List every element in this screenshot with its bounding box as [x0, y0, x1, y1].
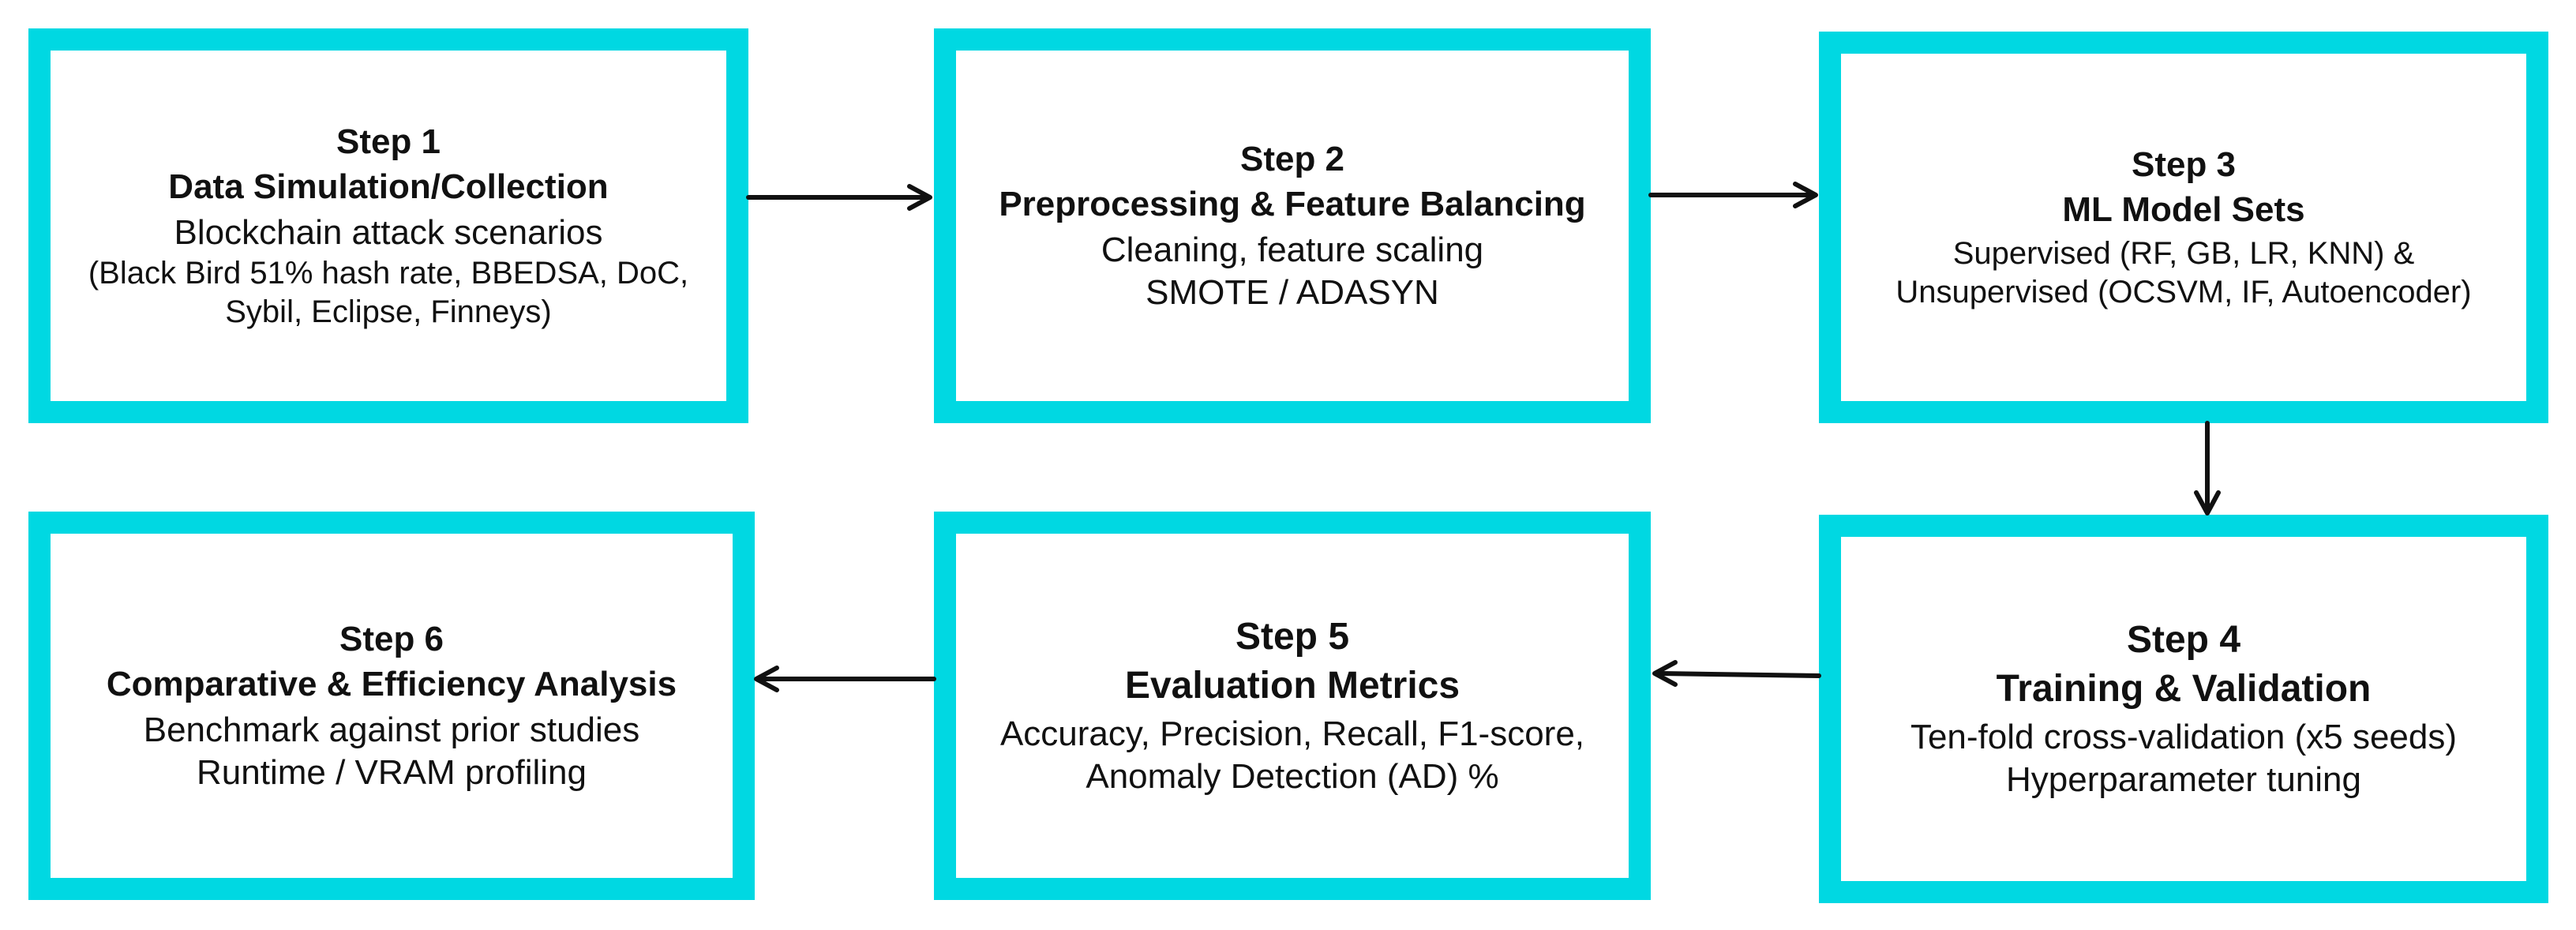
step-2-desc-1: Cleaning, feature scaling	[1101, 231, 1484, 269]
step-2-box: Step 2 Preprocessing & Feature Balancing…	[934, 28, 1651, 423]
arrow-step4-to-step5	[1659, 671, 1821, 678]
step-5-label: Step 5	[1235, 615, 1350, 658]
step-6-box: Step 6 Comparative & Efficiency Analysis…	[28, 512, 755, 900]
arrowhead-step2-to-step3	[1793, 182, 1818, 208]
step-3-title: ML Model Sets	[2062, 190, 2305, 230]
step-4-title: Training & Validation	[1996, 668, 2372, 711]
step-3-desc-2: Unsupervised (OCSVM, IF, Autoencoder)	[1895, 274, 2472, 309]
arrowhead-step3-to-step4	[2194, 490, 2221, 516]
step-5-desc-2: Anomaly Detection (AD) %	[1086, 756, 1499, 796]
arrowhead-step4-to-step5	[1652, 660, 1678, 687]
step-5-box: Step 5 Evaluation Metrics Accuracy, Prec…	[934, 512, 1651, 900]
step-3-box: Step 3 ML Model Sets Supervised (RF, GB,…	[1819, 32, 2548, 423]
step-1-desc-1: Blockchain attack scenarios	[174, 213, 603, 253]
step-6-label: Step 6	[339, 619, 444, 658]
step-6-title: Comparative & Efficiency Analysis	[106, 665, 677, 704]
arrowhead-step1-to-step2	[907, 184, 932, 211]
step-1-desc-2: (Black Bird 51% hash rate, BBEDSA, DoC,	[88, 255, 689, 291]
step-1-box: Step 1 Data Simulation/Collection Blockc…	[28, 28, 748, 423]
step-1-title: Data Simulation/Collection	[168, 167, 609, 207]
step-4-box: Step 4 Training & Validation Ten-fold cr…	[1819, 515, 2548, 903]
step-6-desc-1: Benchmark against prior studies	[143, 711, 640, 749]
step-1-desc-3: Sybil, Eclipse, Finneys)	[225, 294, 552, 329]
step-2-label: Step 2	[1239, 139, 1345, 178]
step-4-desc-2: Hyperparameter tuning	[2005, 759, 2361, 799]
step-5-desc-1: Accuracy, Precision, Recall, F1-score,	[999, 714, 1585, 753]
step-5-title: Evaluation Metrics	[1124, 665, 1460, 707]
step-2-desc-2: SMOTE / ADASYN	[1146, 272, 1439, 312]
step-6-desc-2: Runtime / VRAM profiling	[197, 752, 587, 792]
step-4-desc-1: Ten-fold cross-validation (x5 seeds)	[1910, 717, 2458, 756]
arrowhead-step5-to-step6	[754, 666, 779, 692]
step-2-title: Preprocessing & Feature Balancing	[999, 185, 1586, 224]
step-1-label: Step 1	[336, 122, 441, 161]
step-3-desc-1: Supervised (RF, GB, LR, KNN) &	[1952, 235, 2415, 271]
step-4-label: Step 4	[2126, 618, 2241, 661]
step-3-label: Step 3	[2131, 144, 2237, 184]
